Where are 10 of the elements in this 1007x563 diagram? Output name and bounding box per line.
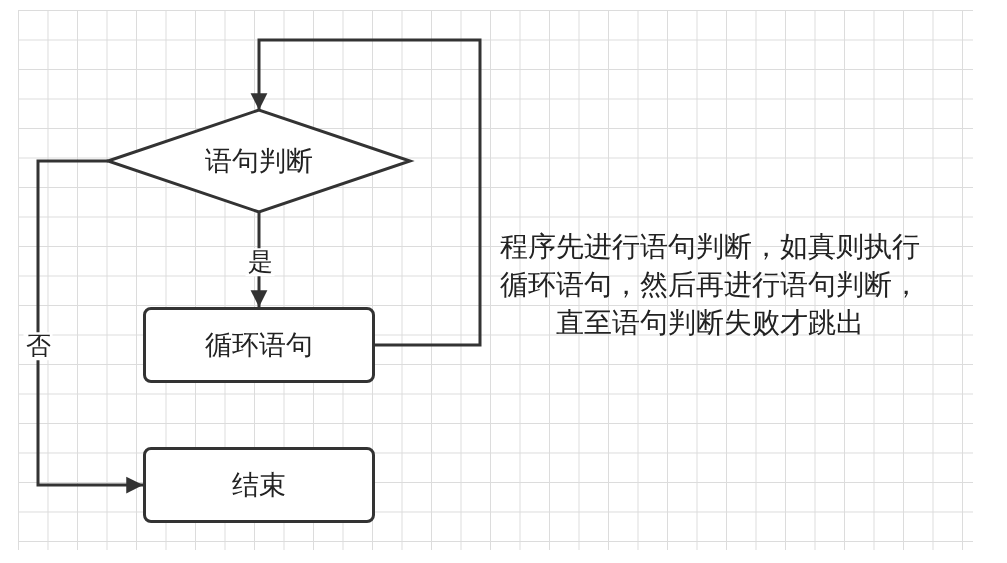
edge-label: 是	[245, 248, 275, 276]
node-label: 循环语句	[205, 328, 313, 362]
node-label: 语句判断	[205, 143, 313, 179]
arrow	[36, 159, 144, 494]
edge-label: 否	[23, 332, 53, 360]
process-box	[143, 447, 375, 523]
process-box	[143, 307, 375, 383]
arrow	[250, 38, 482, 347]
node-label: 结束	[232, 468, 286, 502]
note-text: 程序先进行语句判断，如真则执行循环语句，然后再进行语句判断，直至语句判断失败才跳出	[499, 229, 922, 341]
